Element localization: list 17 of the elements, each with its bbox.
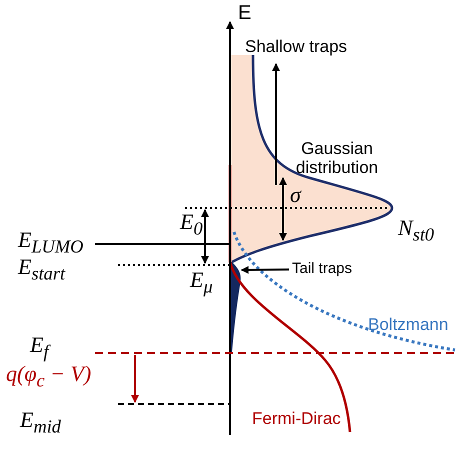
level-label: E$_{0}$ (180, 210, 203, 239)
level-label: E$_{start}$ (18, 255, 66, 284)
level-label: E$_{μ}$ (190, 268, 213, 297)
curve-label: Fermi-Dirac (252, 410, 341, 429)
tail-distribution (230, 262, 241, 352)
symbol-label: σ (290, 183, 301, 208)
level-label: E$_{f}$ (30, 333, 49, 362)
annotation: Shallow traps (245, 38, 348, 57)
level-label: E$_{mid}$ (20, 408, 61, 437)
leader-line (240, 266, 290, 274)
level-label: E$_{LUMO}$ (18, 228, 84, 257)
symbol-label: N$_{st0}$ (398, 216, 434, 245)
level-label: q(φ$_{c}$ − V) (6, 362, 92, 391)
curve-label: Boltzmann (368, 316, 448, 335)
annotation: Gaussian distribution (294, 140, 380, 178)
axis-label: E (238, 2, 252, 24)
annotation: Tail traps (292, 261, 352, 278)
